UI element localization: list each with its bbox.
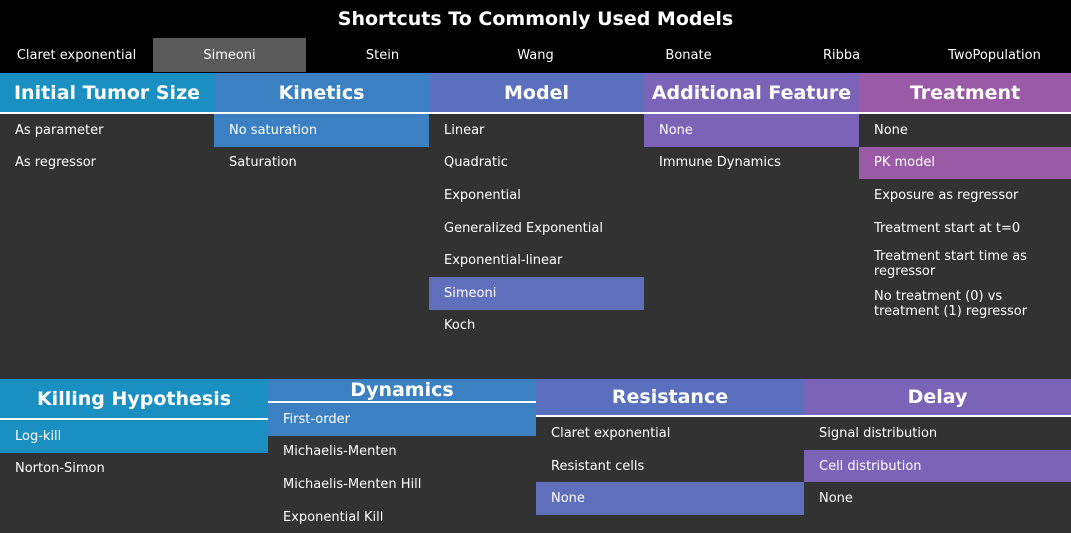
option-treatment-none[interactable]: None	[874, 122, 908, 138]
option-delay-none[interactable]: None	[819, 491, 853, 507]
option-initial-as-regressor[interactable]: As regressor	[15, 155, 97, 171]
option-resistance-claret-exponential[interactable]: Claret exponential	[551, 426, 671, 442]
option-initial-as-parameter[interactable]: As parameter	[15, 122, 104, 138]
option-dynamics-first-order[interactable]: First-order	[268, 403, 536, 436]
option-treatment-exposure-as-regressor[interactable]: Exposure as regressor	[874, 187, 1019, 203]
option-killing-log-kill[interactable]: Log-kill	[0, 420, 268, 453]
section-header-resistance: Resistance	[536, 379, 804, 418]
option-model-exponential-linear[interactable]: Exponential-linear	[444, 253, 563, 269]
option-kinetics-saturation[interactable]: Saturation	[229, 155, 297, 171]
option-model-linear[interactable]: Linear	[444, 122, 485, 138]
option-kinetics-no-saturation[interactable]: No saturation	[214, 114, 429, 147]
option-model-exponential[interactable]: Exponential	[444, 187, 521, 203]
option-delay-cell-distribution[interactable]: Cell distribution	[804, 449, 1071, 483]
option-treatment-no-treatment-0-vs-treatment-1-regressor[interactable]: No treatment (0) vs treatment (1) regres…	[874, 289, 1028, 320]
option-dynamics-michaelis-menten-hill[interactable]: Michaelis-Menten Hill	[283, 476, 422, 492]
section-header-treatment: Treatment	[859, 73, 1071, 114]
option-treatment-treatment-start-time-as-regressor[interactable]: Treatment start time as regressor	[874, 249, 1027, 280]
option-additional-immune-dynamics[interactable]: Immune Dynamics	[659, 155, 781, 171]
option-delay-signal-distribution[interactable]: Signal distribution	[819, 426, 938, 442]
section-header-dynamics: Dynamics	[268, 379, 536, 403]
option-model-quadratic[interactable]: Quadratic	[444, 155, 508, 171]
option-killing-norton-simon[interactable]: Norton-Simon	[15, 461, 105, 477]
option-model-generalized-exponential[interactable]: Generalized Exponential	[444, 220, 603, 236]
option-treatment-pk-model[interactable]: PK model	[859, 146, 1071, 180]
shortcut-tab-twopopulation[interactable]: TwoPopulation	[948, 47, 1041, 63]
section-header-model: Model	[429, 73, 644, 114]
option-resistance-none[interactable]: None	[536, 482, 804, 515]
section-header-delay: Delay	[804, 379, 1071, 418]
section-header-additional: Additional Feature	[644, 73, 859, 114]
section-header-initial: Initial Tumor Size	[0, 73, 214, 114]
option-model-simeoni[interactable]: Simeoni	[429, 276, 644, 310]
shortcut-tab-stein[interactable]: Stein	[365, 47, 400, 63]
section-header-killing: Killing Hypothesis	[0, 379, 268, 420]
option-dynamics-exponential-kill[interactable]: Exponential Kill	[283, 509, 384, 525]
shortcut-tab-ribba[interactable]: Ribba	[822, 47, 861, 63]
option-resistance-resistant-cells[interactable]: Resistant cells	[551, 458, 645, 474]
section-initial: Initial Tumor Size As parameter As regress…	[0, 73, 214, 379]
page-title: Shortcuts To Commonly Used Models	[0, 0, 1071, 38]
section-header-kinetics: Kinetics	[214, 73, 429, 114]
shortcut-tab-bonate[interactable]: Bonate	[665, 47, 712, 63]
option-dynamics-michaelis-menten[interactable]: Michaelis-Menten	[283, 444, 397, 460]
option-additional-none[interactable]: None	[644, 114, 859, 147]
option-treatment-treatment-start-at-t-0[interactable]: Treatment start at t=0	[874, 220, 1021, 236]
option-list-initial: As parameter As regressor	[0, 114, 214, 179]
shortcut-tab-claret-exponential[interactable]: Claret exponential	[16, 47, 137, 63]
shortcut-tab-wang[interactable]: Wang	[517, 47, 554, 63]
top-sections: Initial Tumor Size As parameter As regress…	[0, 73, 1071, 379]
option-model-koch[interactable]: Koch	[444, 318, 476, 334]
shortcut-tabs: Claret exponential Simeoni Stein Wang Bonate…	[0, 38, 1071, 73]
shortcut-tab-simeoni[interactable]: Simeoni	[153, 38, 306, 72]
